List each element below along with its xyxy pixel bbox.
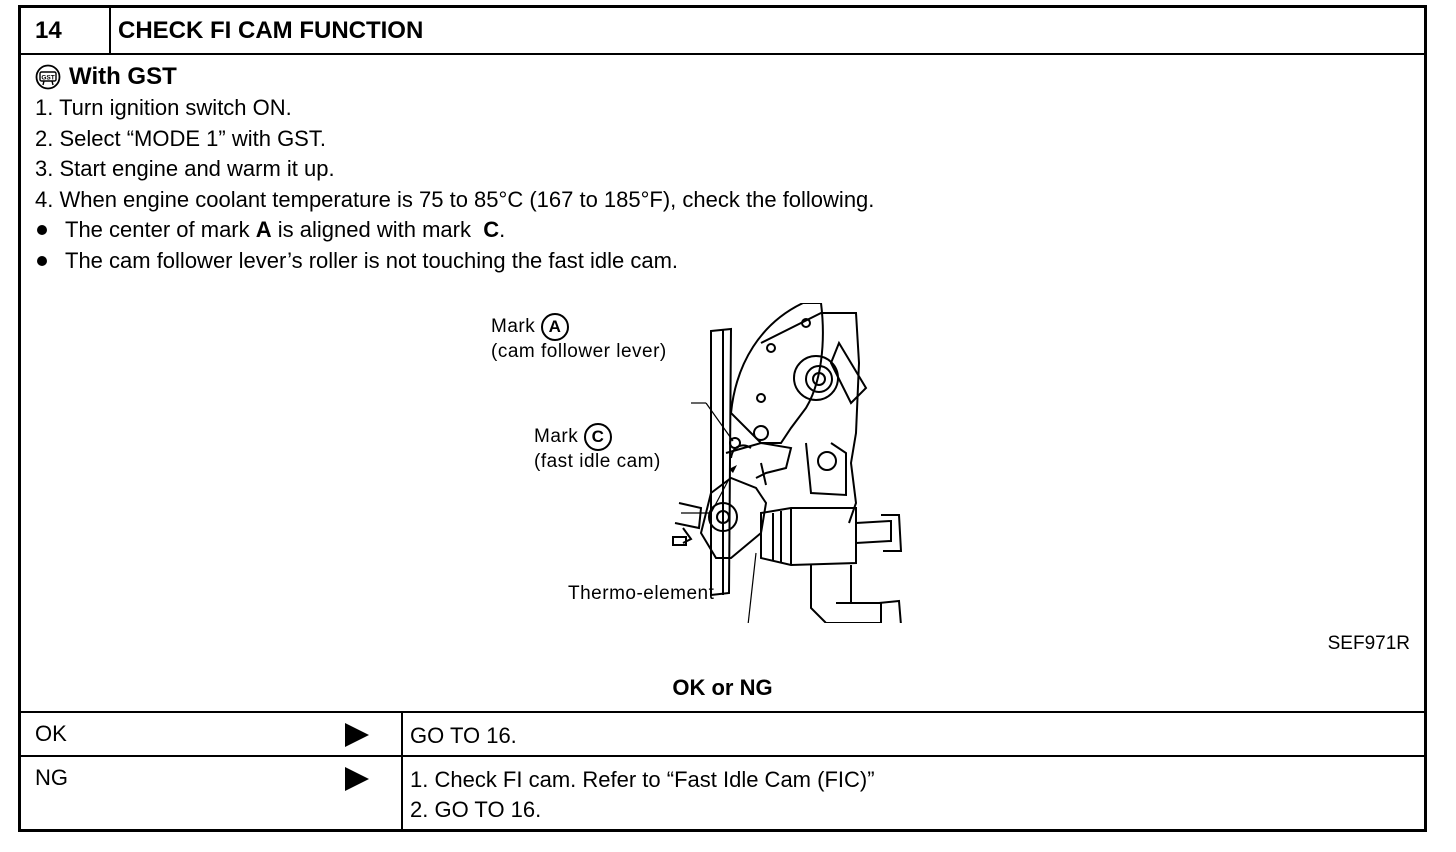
check-list: The center of mark A is aligned with mar… [35, 215, 678, 276]
gst-label: With GST [69, 63, 177, 90]
mark-a-label: Mark A [491, 313, 570, 341]
check-item: The center of mark A is aligned with mar… [35, 215, 678, 246]
result-row-ok: OK GO TO 16. [21, 711, 1424, 755]
gst-line: GST With GST [35, 63, 177, 91]
mark-c-circle: C [584, 423, 613, 451]
bullet-icon [37, 255, 47, 266]
check-text-mid: is aligned with mark [271, 217, 478, 242]
mark-c-ref: C [483, 217, 500, 242]
mark-c-desc: (fast idle cam) [534, 451, 661, 472]
result-label-cell: OK [21, 713, 403, 755]
step-item: 1. Turn ignition switch ON. [35, 95, 292, 120]
step-number: 14 [21, 8, 111, 53]
procedure-header: 14 CHECK FI CAM FUNCTION [21, 8, 1424, 55]
svg-text:GST: GST [41, 75, 54, 82]
check-text: The cam follower lever’s roller is not t… [65, 247, 679, 273]
procedure-body: GST With GST 1. Turn ignition switch ON.… [21, 55, 1424, 711]
step-item: 4. When engine coolant temperature is 75… [35, 186, 875, 212]
result-label: NG [35, 765, 68, 790]
step-item: 3. Start engine and warm it up. [35, 156, 335, 181]
step-item: 2. Select “MODE 1” with GST. [35, 125, 326, 151]
result-action: GO TO 16. [410, 721, 517, 751]
result-row-ng: NG 1. Check FI cam. Refer to “Fast Idle … [21, 755, 1424, 832]
arrow-right-icon [345, 723, 369, 747]
check-text-pre: The center of mark [65, 217, 250, 242]
mark-c-letter: C [591, 427, 605, 446]
fic-drawing [672, 303, 903, 623]
mark-c-label: Mark C [534, 423, 613, 451]
check-item: The cam follower lever’s roller is not t… [35, 246, 678, 277]
figure-code: SEF971R [1327, 633, 1410, 654]
check-text-post: . [499, 217, 506, 242]
bullet-icon [37, 225, 47, 236]
gst-icon: GST [35, 64, 61, 90]
result-heading: OK or NG [672, 675, 773, 700]
result-action: 1. Check FI cam. Refer to “Fast Idle Cam… [410, 765, 875, 825]
result-label: OK [35, 721, 67, 746]
arrow-right-icon [345, 767, 369, 791]
mark-a-circle: A [541, 313, 570, 341]
mark-c-text: Mark [534, 426, 579, 447]
action-line: 1. Check FI cam. Refer to “Fast Idle Cam… [410, 767, 875, 792]
result-label-cell: NG [21, 757, 403, 832]
mark-a-text: Mark [491, 316, 536, 337]
step-title: CHECK FI CAM FUNCTION [118, 17, 424, 44]
mark-a-desc: (cam follower lever) [491, 341, 667, 362]
step-list: 1. Turn ignition switch ON. 2. Select “M… [35, 93, 874, 215]
procedure-table: 14 CHECK FI CAM FUNCTION GST With GST 1.… [18, 5, 1427, 832]
mark-a-letter: A [548, 317, 562, 336]
mark-a-ref: A [255, 217, 272, 242]
action-line: GO TO 16. [410, 723, 517, 748]
thermo-element-label: Thermo-element [568, 583, 715, 604]
action-line: 2. GO TO 16. [410, 797, 542, 822]
